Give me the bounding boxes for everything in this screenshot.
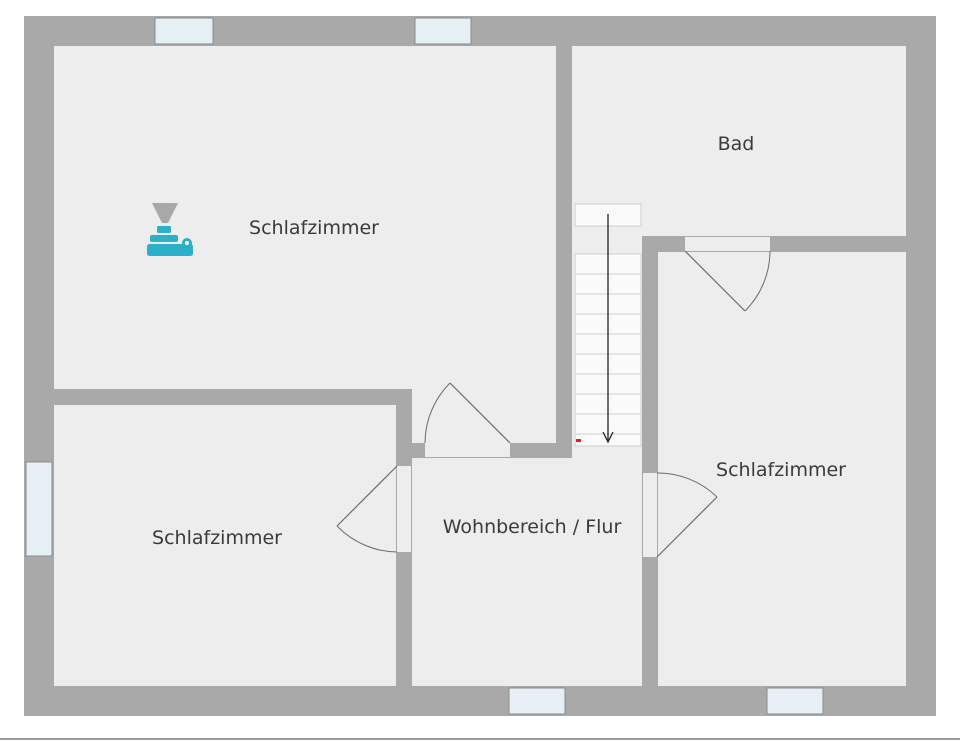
door-bad-right[interactable] <box>684 250 771 312</box>
door-gap-top-left <box>425 443 510 457</box>
door-arc <box>424 382 451 444</box>
room-schlafzimmer-bottom-left[interactable] <box>54 405 396 686</box>
door-gap-right <box>643 473 657 557</box>
room-wohnbereich[interactable] <box>412 458 642 686</box>
staircase <box>574 203 642 447</box>
door-leaf <box>336 465 398 527</box>
window-bottom-1 <box>508 687 566 715</box>
door-gap-bad-right <box>685 237 770 251</box>
room-label-schlafzimmer-bottom-left: Schlafzimmer <box>152 527 282 549</box>
door-schlafzimmer-bottom-left[interactable] <box>336 465 398 553</box>
door-arc <box>336 525 398 553</box>
window-top-2 <box>414 17 472 45</box>
door-leaf <box>684 250 746 312</box>
lamp-desk-icon <box>147 203 193 256</box>
room-schlafzimmer-top-left-ext <box>412 389 556 443</box>
window-left <box>25 461 53 557</box>
room-label-bad: Bad <box>718 133 755 155</box>
door-schlafzimmer-top-left[interactable] <box>424 382 511 444</box>
door-leaf <box>449 382 511 444</box>
room-schlafzimmer-right[interactable] <box>658 252 906 686</box>
room-label-schlafzimmer-right: Schlafzimmer <box>716 459 846 481</box>
window-top-1 <box>154 17 214 45</box>
door-schlafzimmer-right[interactable] <box>656 472 718 558</box>
door-leaf <box>656 496 718 558</box>
window-bottom-2 <box>766 687 824 715</box>
door-arc <box>744 250 771 312</box>
door-gap-bottom-left <box>397 466 411 552</box>
door-arc <box>656 472 718 498</box>
stair-start-marker <box>576 439 581 442</box>
room-label-schlafzimmer-top-left: Schlafzimmer <box>249 217 379 239</box>
room-schlafzimmer-top-left[interactable] <box>54 46 556 389</box>
stair-arrow-head <box>602 431 614 444</box>
room-label-wohnbereich: Wohnbereich / Flur <box>443 516 622 538</box>
